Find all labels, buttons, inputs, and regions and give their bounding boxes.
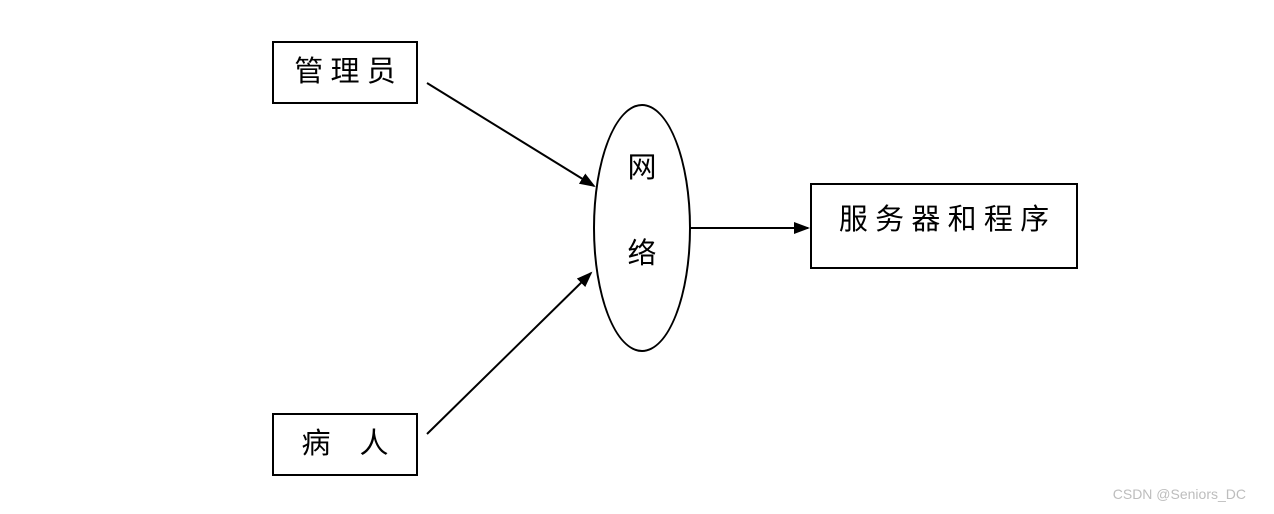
node-patient: 病 人 [272, 413, 418, 476]
node-network: 网 络 [593, 104, 691, 352]
watermark-text: CSDN @Seniors_DC [1112, 486, 1246, 502]
arrow-admin-to-network [426, 82, 596, 188]
node-admin: 管 理 员 [272, 41, 418, 104]
node-admin-label: 管 理 员 [294, 56, 396, 88]
node-network-label-line1: 网 [627, 152, 657, 184]
node-patient-label: 病 人 [301, 428, 389, 460]
node-server-label: 服 务 器 和 程 序 [838, 203, 1050, 236]
arrow-patient-to-network [426, 271, 593, 435]
node-network-label-line2: 络 [627, 238, 657, 270]
node-server: 服 务 器 和 程 序 [810, 183, 1078, 269]
